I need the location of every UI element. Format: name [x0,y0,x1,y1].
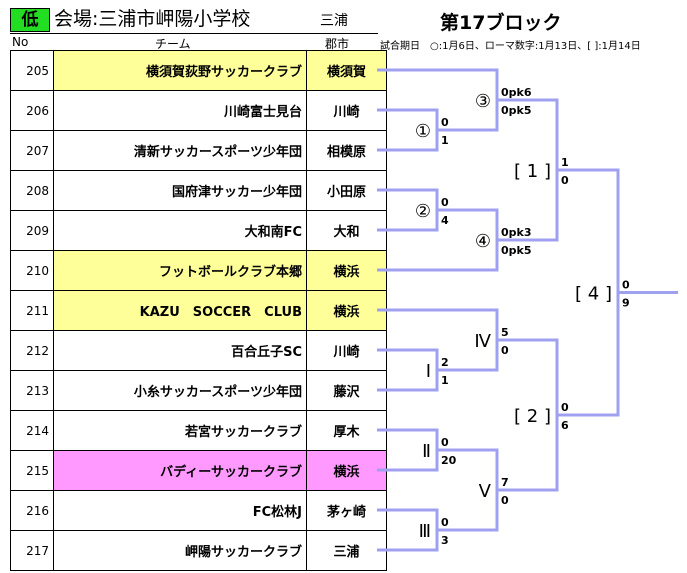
team-city: 相模原 [306,130,387,171]
team-number: 217 [10,530,54,571]
match-label: ② [415,201,431,222]
team-number: 209 [10,210,54,251]
score-top: 0pk6 [501,86,532,99]
title-divider [10,33,378,34]
match-label: [ 1 ] [514,161,551,182]
match-label: Ⅳ [474,331,491,352]
team-city: 大和 [306,210,387,251]
score-bottom: 0 [501,344,509,357]
score-top: 0pk3 [501,226,532,239]
team-name: 大和南FC [53,210,307,251]
team-number: 206 [10,90,54,131]
team-name: 清新サッカースポーツ少年団 [53,130,307,171]
team-name: 若宮サッカークラブ [53,410,307,451]
score-top: 5 [501,326,509,339]
score-top: 2 [441,356,449,369]
score-top: 0 [622,279,630,292]
score-top: 7 [501,476,509,489]
team-number: 213 [10,370,54,411]
score-bottom: 1 [441,134,449,147]
score-bottom: 0 [561,174,569,187]
team-name: 岬陽サッカークラブ [53,530,307,571]
score-bottom: 0pk5 [501,104,532,117]
score-bottom: 4 [441,214,449,227]
team-name: KAZU SOCCER CLUB [53,290,307,331]
team-name: 百合丘子SC [53,330,307,371]
team-number: 216 [10,490,54,531]
team-city: 横須賀 [306,50,387,91]
team-name: 横須賀荻野サッカークラブ [53,50,307,91]
score-top: 0 [441,196,449,209]
match-label: Ⅴ [479,481,492,502]
team-city: 厚木 [306,410,387,451]
schedule-note: 試合期日 ○:1月6日、ローマ数字:1月13日、[ ]:1月14日 [380,41,641,52]
venue-title: 会場:三浦市岬陽小学校 [54,8,251,30]
venue-city: 三浦 [320,13,348,29]
score-bottom: 3 [441,534,449,547]
match-label: Ⅲ [419,521,431,542]
team-city: 川崎 [306,330,387,371]
block-title: 第17ブロック [440,12,562,34]
team-city: 横浜 [306,290,387,331]
match-label: ① [415,121,431,142]
match-label: ③ [475,91,491,112]
match-label: Ⅰ [426,361,431,382]
score-top: 0 [441,116,449,129]
team-number: 208 [10,170,54,211]
column-header-city: 郡市 [325,37,350,51]
score-bottom: 6 [561,419,569,432]
score-bottom: 1 [441,374,449,387]
team-number: 211 [10,290,54,331]
team-city: 横浜 [306,450,387,491]
score-bottom: 0 [501,494,509,507]
score-bottom: 20 [441,454,457,467]
column-header-no: No [12,35,29,49]
match-label: Ⅱ [422,441,431,462]
score-top: 0 [561,401,569,414]
match-label: [ 4 ] [575,284,612,305]
match-label: [ 2 ] [514,406,551,427]
team-name: FC松林J [53,490,307,531]
score-top: 0 [441,436,449,449]
score-top: 0 [441,516,449,529]
team-number: 207 [10,130,54,171]
column-header-team: チーム [155,37,191,51]
score-top: 1 [561,156,569,169]
team-city: 小田原 [306,170,387,211]
score-bottom: 9 [622,297,630,310]
level-badge: 低 [10,8,50,32]
team-city: 三浦 [306,530,387,571]
score-bottom: 0pk5 [501,244,532,257]
match-label: ④ [475,231,491,252]
